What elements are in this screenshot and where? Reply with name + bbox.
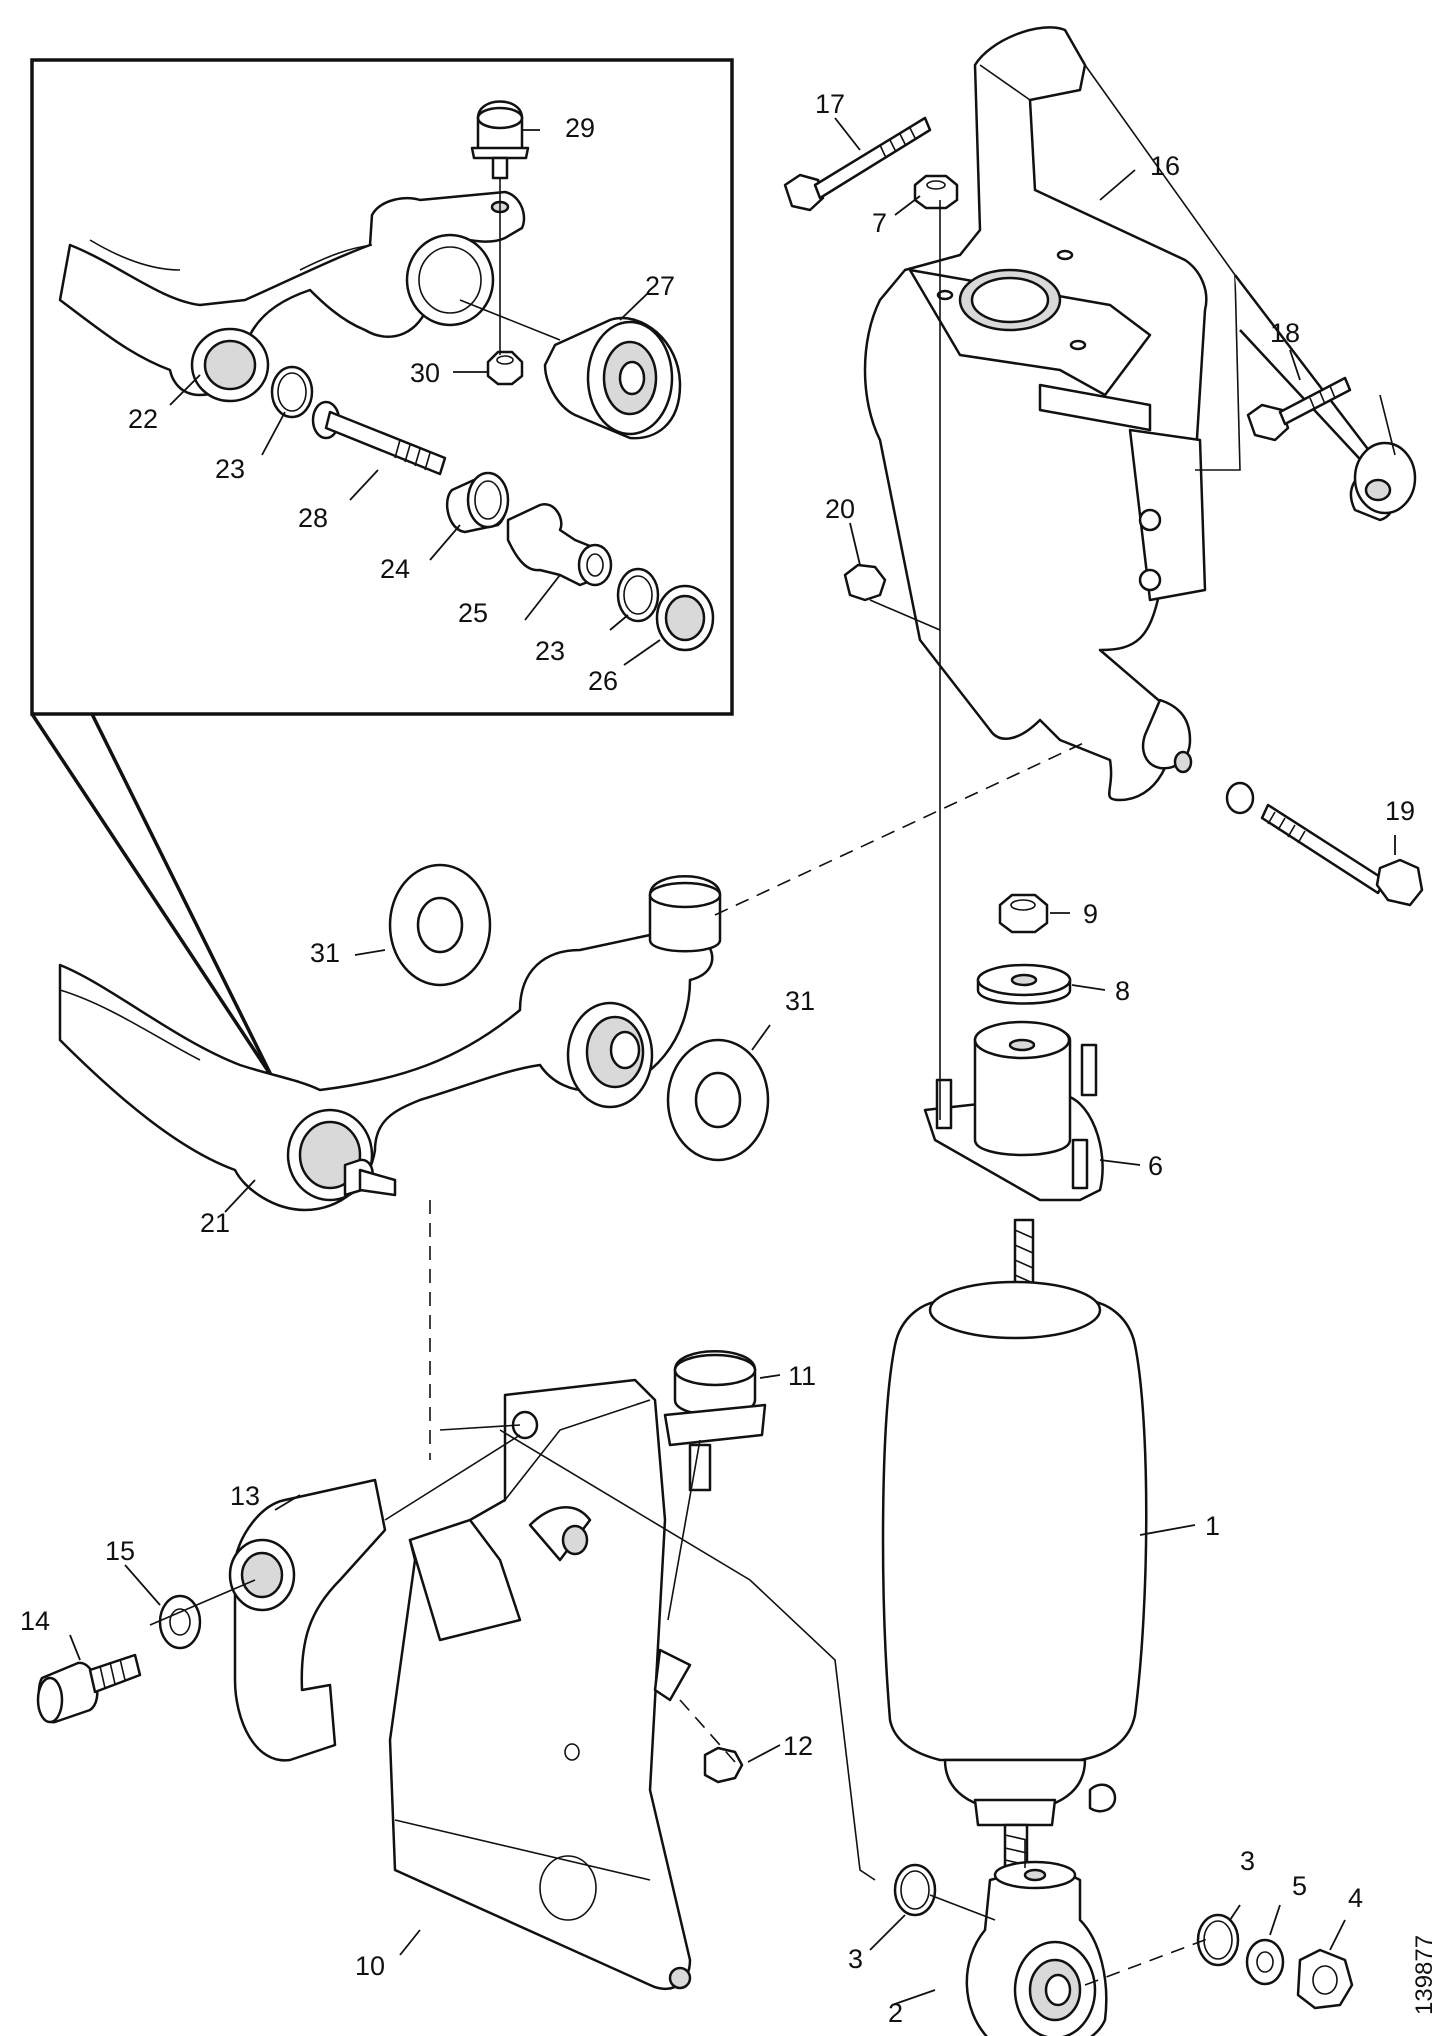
callout-27: 27 xyxy=(645,271,675,301)
callout-19: 19 xyxy=(1385,796,1415,826)
callout-5: 5 xyxy=(1292,1871,1307,1901)
part-3-washer xyxy=(1196,1913,1240,1967)
part-29-rubber-stop xyxy=(470,100,530,180)
part-19-bolt xyxy=(1225,781,1424,907)
part-13-clamp xyxy=(228,1478,387,1762)
callout-3: 3 xyxy=(848,1944,863,1974)
part-20-nut xyxy=(843,563,887,602)
part-1-air-bellows xyxy=(881,1218,1148,1872)
callout-18: 18 xyxy=(1270,318,1300,348)
part-28-bolt xyxy=(311,400,447,476)
part-23-circlip xyxy=(270,365,314,419)
callout-31: 31 xyxy=(310,938,340,968)
callout-23: 23 xyxy=(215,454,245,484)
inset-pointer-line xyxy=(90,713,274,1078)
callout-24: 24 xyxy=(380,554,410,584)
callout-29: 29 xyxy=(565,113,595,143)
callout-23: 23 xyxy=(535,636,565,666)
callout-12: 12 xyxy=(783,1731,813,1761)
assembly-lines xyxy=(149,200,1396,1986)
part-8-washer xyxy=(976,963,1072,1005)
part-24-bearing xyxy=(445,471,510,534)
part-6-mount-plate xyxy=(923,1020,1104,1202)
callout-20: 20 xyxy=(825,494,855,524)
callout-1: 1 xyxy=(1205,1511,1220,1541)
part-14-screw xyxy=(36,1653,142,1724)
callout-10: 10 xyxy=(355,1951,385,1981)
inset-arm xyxy=(58,190,526,403)
callout-21: 21 xyxy=(200,1208,230,1238)
callout-30: 30 xyxy=(410,358,440,388)
part-26-ring xyxy=(655,584,715,652)
part-30-nut xyxy=(486,350,524,386)
callout-14: 14 xyxy=(20,1606,50,1636)
part-5-washer xyxy=(1245,1938,1285,1986)
inset-frame xyxy=(30,58,734,716)
part-31-washer xyxy=(666,1038,770,1162)
part-27-bushing xyxy=(543,316,682,440)
callout-11: 11 xyxy=(788,1361,816,1391)
part-7-nut xyxy=(913,174,959,210)
callout-7: 7 xyxy=(872,208,887,238)
callout-16: 16 xyxy=(1150,151,1180,181)
part-10-bracket xyxy=(388,1378,692,1991)
callout-2: 2 xyxy=(888,1998,903,2028)
part-3-washer xyxy=(893,1863,937,1917)
part-12-nut xyxy=(703,1746,744,1784)
callout-17: 17 xyxy=(815,89,845,119)
part-31-washer xyxy=(388,863,492,987)
part-16-bracket xyxy=(863,26,1417,802)
part-17-bolt xyxy=(783,116,932,212)
part-11-rubber-stop xyxy=(663,1350,767,1492)
part-18-bolt xyxy=(1246,376,1352,442)
callout-26: 26 xyxy=(588,666,618,696)
callout-28: 28 xyxy=(298,503,328,533)
detail-inset xyxy=(30,58,734,1078)
drawing-reference-number: 139877 xyxy=(1411,1935,1438,2015)
callout-25: 25 xyxy=(458,598,488,628)
callout-31: 31 xyxy=(785,986,815,1016)
part-4-nut xyxy=(1296,1948,1354,2010)
callout-4: 4 xyxy=(1348,1883,1363,1913)
callout-labels: 1 2 3 3 4 5 6 7 8 9 10 11 12 13 14 15 16… xyxy=(20,89,1438,2028)
callout-6: 6 xyxy=(1148,1151,1163,1181)
callout-15: 15 xyxy=(105,1536,135,1566)
callout-9: 9 xyxy=(1083,899,1098,929)
part-2-eye-bracket xyxy=(965,1860,1108,2036)
callout-13: 13 xyxy=(230,1481,260,1511)
part-25-sleeve xyxy=(506,502,613,587)
callout-3: 3 xyxy=(1240,1846,1255,1876)
inset-parts xyxy=(58,100,715,652)
callout-8: 8 xyxy=(1115,976,1130,1006)
callout-22: 22 xyxy=(128,404,158,434)
part-9-nut xyxy=(998,893,1049,934)
inset-pointer-line xyxy=(30,713,274,1078)
leader-lines xyxy=(69,117,1396,2006)
part-23-circlip xyxy=(616,567,660,623)
part-15-washer xyxy=(158,1594,202,1650)
part-21-arm xyxy=(58,875,722,1212)
